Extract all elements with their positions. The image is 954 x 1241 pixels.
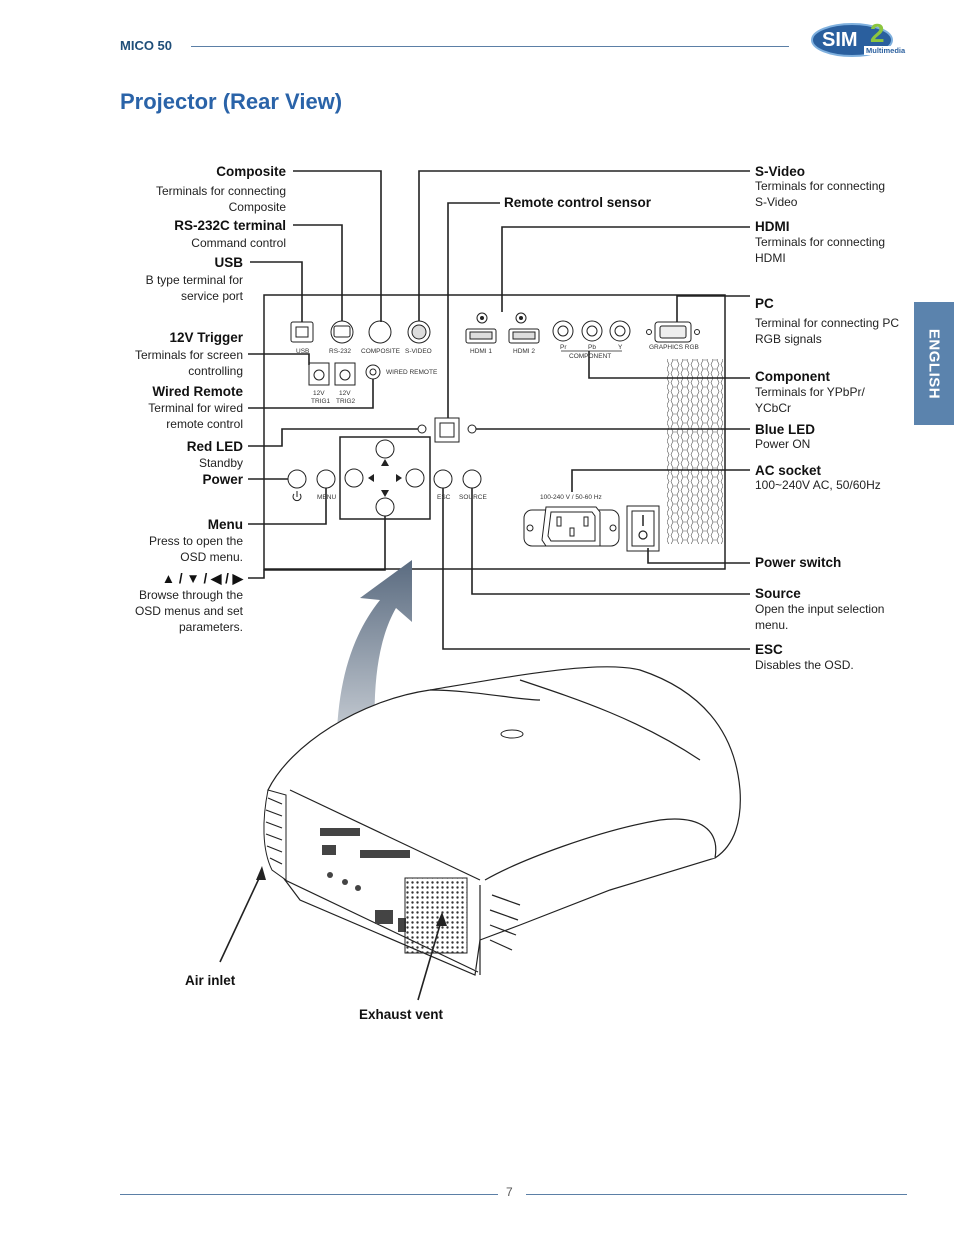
composite-label: Composite (216, 164, 286, 179)
usb-port-label: USB (296, 348, 310, 355)
footer-rule-left (120, 1194, 498, 1195)
power-label: Power (202, 472, 243, 487)
red-led-label: Red LED (186, 439, 243, 454)
component-desc: Terminals for YPbPr/YCbCr (755, 385, 865, 415)
trig2-label-a: 12V (339, 390, 351, 397)
exhaust-vent-label: Exhaust vent (359, 1007, 444, 1022)
pc-label: PC (755, 296, 774, 311)
hdmi2-port-label: HDMI 2 (513, 348, 536, 355)
remote-sensor-label: Remote control sensor (504, 195, 652, 210)
wired-remote-callout: Wired Remote (152, 384, 243, 399)
esc-desc: Disables the OSD. (755, 658, 854, 672)
hdmi1-port-label: HDMI 1 (470, 348, 493, 355)
trig1-label-a: 12V (313, 390, 325, 397)
power-switch-label: Power switch (755, 555, 842, 570)
hdmi-label: HDMI (755, 219, 790, 234)
menu-button-label: MENU (317, 494, 337, 501)
blue-led-desc: Power ON (755, 437, 811, 451)
esc-label: ESC (755, 642, 783, 657)
rs232-desc: Command control (191, 236, 286, 250)
red-led-desc: Standby (198, 456, 243, 470)
air-inlet-label: Air inlet (185, 973, 236, 988)
svideo-label: S-Video (755, 164, 806, 179)
ac-socket-label: AC socket (755, 463, 822, 478)
ac-rating-label: 100-240 V / 50-60 Hz (540, 494, 602, 501)
source-button-label: SOURCE (459, 494, 487, 501)
rs232-label: RS-232C terminal (174, 218, 286, 233)
svideo-port-label: S-VIDEO (405, 348, 432, 355)
component-group-label: COMPONENT (569, 353, 612, 360)
y-port-label: Y (618, 344, 623, 351)
12v-trigger-label: 12V Trigger (169, 330, 243, 345)
graphics-rgb-label: GRAPHICS RGB (649, 344, 699, 351)
language-tab: ENGLISH (914, 302, 954, 425)
pb-port-label: Pb (588, 344, 596, 351)
usb-label: USB (214, 255, 243, 270)
blue-led-label: Blue LED (755, 422, 816, 437)
pr-port-label: Pr (560, 344, 567, 351)
source-label: Source (755, 586, 801, 601)
ac-socket-desc: 100~240V AC, 50/60Hz (755, 478, 881, 492)
composite-port-label: COMPOSITE (361, 348, 401, 355)
page-title: Projector (Rear View) (120, 89, 343, 114)
page-number: 7 (506, 1185, 513, 1199)
sim2-logo: SIM 2 Multimedia (808, 20, 912, 60)
component-label: Component (755, 369, 830, 384)
trig1-label-b: TRIG1 (311, 398, 331, 405)
esc-button-label: ESC (437, 494, 451, 501)
arrow-keys-label: ▲ / ▼ / ◀ / ▶ (161, 571, 243, 586)
model-name: MICO 50 (120, 38, 173, 53)
svg-text:SIM: SIM (822, 29, 858, 51)
header-rule (191, 46, 789, 47)
wired-remote-label: WIRED REMOTE (386, 369, 438, 376)
svg-text:2: 2 (870, 20, 884, 48)
trig2-label-b: TRIG2 (336, 398, 356, 405)
menu-label: Menu (207, 517, 243, 532)
svg-text:Multimedia: Multimedia (866, 46, 906, 55)
rs232-port-label: RS-232 (329, 348, 352, 355)
footer-rule-right (526, 1194, 907, 1195)
